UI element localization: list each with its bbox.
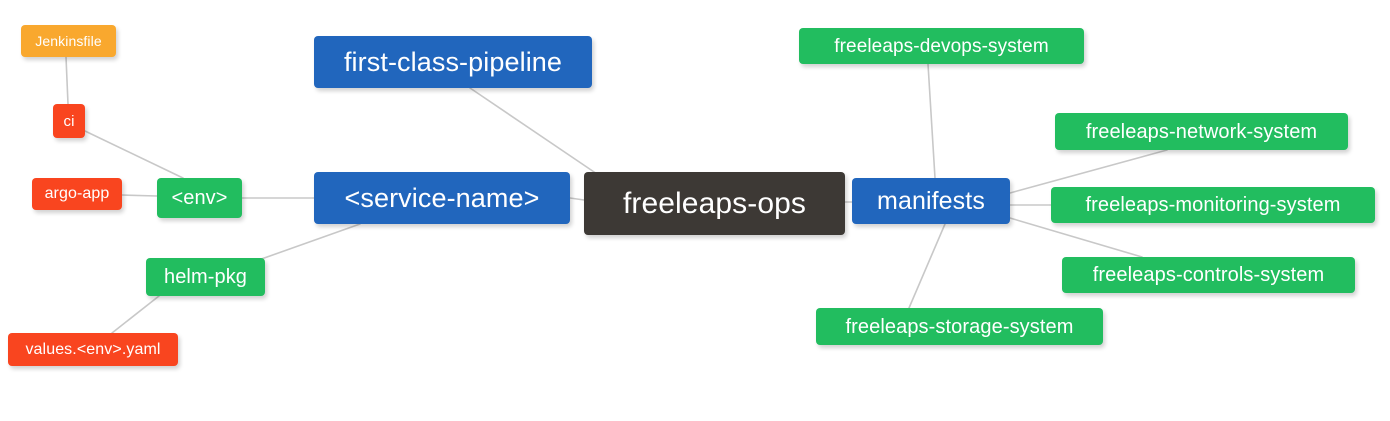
node-manifests[interactable]: manifests	[852, 178, 1010, 224]
edge-root-to-pipeline	[469, 87, 601, 177]
edge-manifests-to-controls	[1009, 217, 1143, 258]
node-env[interactable]: <env>	[157, 178, 242, 218]
edge-manifests-to-network	[1009, 149, 1168, 194]
node-controls[interactable]: freeleaps-controls-system	[1062, 257, 1355, 293]
node-root[interactable]: freeleaps-ops	[584, 172, 845, 235]
edge-env-to-argo	[121, 194, 158, 197]
node-values[interactable]: values.<env>.yaml	[8, 333, 178, 366]
edge-root-to-service	[569, 197, 585, 201]
node-monitoring[interactable]: freeleaps-monitoring-system	[1051, 187, 1375, 223]
edge-manifests-to-devops	[927, 63, 936, 179]
node-devops[interactable]: freeleaps-devops-system	[799, 28, 1084, 64]
node-network[interactable]: freeleaps-network-system	[1055, 113, 1348, 150]
node-ci[interactable]: ci	[53, 104, 85, 138]
edge-helm-to-values	[111, 295, 160, 334]
edge-manifests-to-storage	[908, 223, 946, 309]
edge-ci-to-jenkinsfile	[65, 56, 69, 105]
node-argo[interactable]: argo-app	[32, 178, 122, 210]
node-service[interactable]: <service-name>	[314, 172, 570, 224]
node-helm[interactable]: helm-pkg	[146, 258, 265, 296]
node-jenkinsfile[interactable]: Jenkinsfile	[21, 25, 116, 57]
node-pipeline[interactable]: first-class-pipeline	[314, 36, 592, 88]
edge-env-to-ci	[84, 130, 184, 179]
edge-service-to-helm	[252, 223, 361, 263]
node-storage[interactable]: freeleaps-storage-system	[816, 308, 1103, 345]
